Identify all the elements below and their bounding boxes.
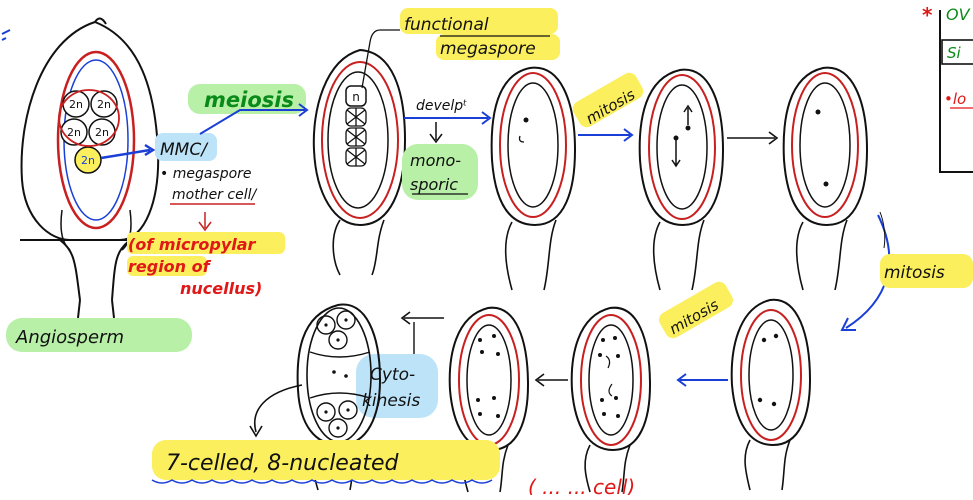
ovule-one-nucleate	[492, 68, 575, 290]
micropylar-label-3: nucellus)	[180, 279, 262, 298]
micropylar-label-2: region of	[128, 257, 212, 276]
margin-mark	[2, 30, 10, 40]
ovule-two-nucleate	[640, 70, 723, 290]
meiosis-label: meiosis	[204, 88, 294, 112]
cell-label: 2n	[67, 126, 81, 139]
corner-si: Si	[947, 44, 962, 62]
cell-label: 2n	[95, 126, 109, 139]
cytokinesis-label-2: kinesis	[362, 391, 420, 411]
ovule-eight-nucleate-dividing	[572, 308, 650, 492]
cytokinesis-label-1: Cyto-	[370, 365, 415, 385]
cell-label: 2n	[97, 98, 111, 111]
angiosperm-label: Angiosperm	[15, 327, 124, 348]
corner-star: *	[922, 3, 933, 27]
corner-note: * OV Si •lo	[922, 3, 973, 172]
seven-celled-label: 7-celled, 8-nucleated	[166, 451, 399, 476]
ovule-four-nucleate	[732, 300, 810, 490]
cell-label: 2n	[69, 98, 83, 111]
megaspore-mother-cell-label-2: mother cell/	[172, 187, 257, 203]
monosporic-label-2: sporic	[410, 175, 458, 194]
micropylar-label-1: (of micropylar	[128, 235, 257, 254]
functional-label: functional	[404, 15, 489, 35]
megaspore-label: megaspore	[440, 39, 536, 59]
ovule-two-nucleate-separated	[784, 68, 867, 290]
corner-ov: OV	[946, 5, 971, 24]
functional-spore-n: n	[352, 90, 360, 104]
mmc-label: MMC/	[160, 140, 209, 160]
mmc-cell-label: 2n	[81, 154, 95, 167]
bottom-partial-text: ( ... ... cell)	[528, 475, 635, 495]
ovule-tetrad: n	[314, 50, 405, 275]
monosporic-label-1: mono-	[410, 151, 461, 170]
megaspore-mother-cell-label-1: • megaspore	[160, 166, 252, 182]
corner-lo: •lo	[944, 90, 966, 108]
mitosis-2-label: mitosis	[884, 263, 945, 283]
develpt-label: develpᵗ	[416, 98, 467, 114]
